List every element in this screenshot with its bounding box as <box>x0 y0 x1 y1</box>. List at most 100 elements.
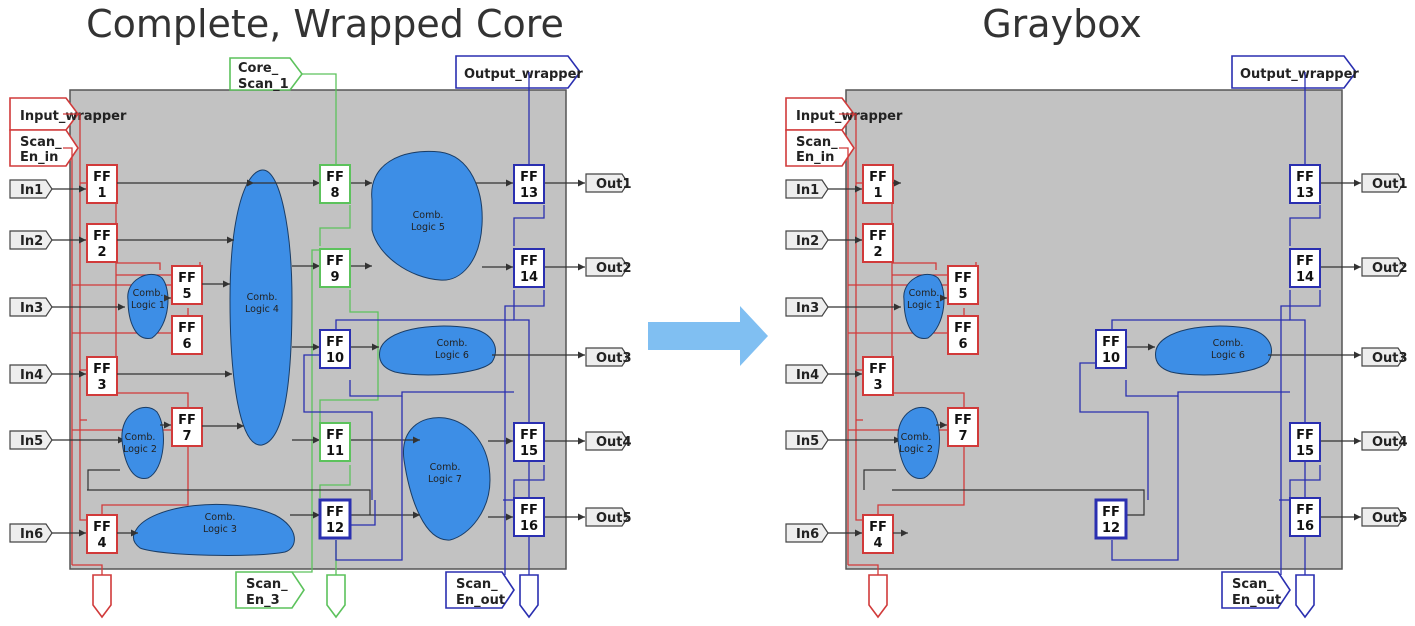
input-port-label: In3 <box>796 301 819 316</box>
flip-flop-3 <box>862 356 894 396</box>
right-diagram-title: Graybox <box>982 2 1142 46</box>
arrowhead-icon <box>578 513 585 521</box>
arrowhead-icon <box>1354 263 1361 271</box>
flip-flop-number: 3 <box>97 378 106 393</box>
input-port-label: In1 <box>20 183 43 198</box>
input-port-label: In4 <box>796 368 819 383</box>
arrowhead-icon <box>237 422 244 430</box>
flip-flop-10 <box>319 329 351 369</box>
flip-flop-2 <box>86 223 118 263</box>
flip-flop-number: 6 <box>182 337 191 352</box>
arrowhead-icon <box>79 185 86 193</box>
arrowhead-icon <box>901 529 908 537</box>
flip-flop-number: 12 <box>326 521 344 536</box>
output-wrapper-label: Output_wrapper <box>464 67 583 82</box>
arrowhead-icon <box>365 179 372 187</box>
wire <box>335 396 403 561</box>
arrowhead-icon <box>413 511 420 519</box>
arrowhead-icon <box>247 179 254 187</box>
logic-block-label: Comb. <box>437 338 468 349</box>
flip-flop-16 <box>513 497 545 537</box>
input-port-label: In6 <box>796 527 819 542</box>
arrowhead-icon <box>1148 343 1155 351</box>
flip-flop-label: FF <box>326 254 344 269</box>
wire <box>892 489 1145 516</box>
comb-logic-1 <box>903 273 945 339</box>
flip-flop-1 <box>86 164 118 204</box>
arrowhead-icon <box>1354 351 1361 359</box>
wire <box>877 447 965 518</box>
logic-block-label: Logic 4 <box>245 304 279 315</box>
comb-logic-4 <box>229 169 293 446</box>
scan-out-port <box>868 574 888 619</box>
flip-flop-label: FF <box>1102 505 1120 520</box>
input-port-label: In6 <box>20 527 43 542</box>
flip-flop-number: 15 <box>1296 444 1314 459</box>
arrowhead-icon <box>365 262 372 270</box>
flip-flop-label: FF <box>93 229 111 244</box>
arrowhead-icon <box>894 179 901 187</box>
wire <box>87 489 371 515</box>
flip-flop-label: FF <box>326 170 344 185</box>
flip-flop-label: FF <box>954 413 972 428</box>
output-port-5 <box>1361 507 1405 527</box>
input-port-4 <box>9 364 53 384</box>
flip-flop-number: 2 <box>97 245 106 260</box>
flip-flop-label: FF <box>178 321 196 336</box>
input-port-1 <box>9 179 53 199</box>
flip-flop-label: FF <box>520 428 538 443</box>
flip-flop-number: 3 <box>873 378 882 393</box>
comb-logic-1 <box>127 273 169 339</box>
arrowhead-icon <box>1354 513 1361 521</box>
wire <box>839 113 863 521</box>
arrowhead-icon <box>227 236 234 244</box>
wire <box>319 205 351 246</box>
scan-en-in-label: Scan_ <box>796 135 838 150</box>
flip-flop-number: 1 <box>873 186 882 201</box>
wire <box>892 262 937 270</box>
flip-flop-label: FF <box>326 335 344 350</box>
flip-flop-number: 11 <box>326 444 344 459</box>
scan-en-out-label: En_out <box>1232 593 1281 608</box>
output-scan-port <box>519 574 539 619</box>
arrowhead-icon <box>855 185 862 193</box>
flip-flop-label: FF <box>954 321 972 336</box>
flip-flop-label: FF <box>1296 170 1314 185</box>
output-scan-port <box>1295 574 1315 619</box>
output-port-label: Out4 <box>596 435 632 450</box>
scan-en-out-label: Scan_ <box>456 577 498 592</box>
flip-flop-label: FF <box>954 271 972 286</box>
output-wrapper-label: Output_wrapper <box>1240 67 1359 82</box>
wire <box>350 500 376 526</box>
logic-block-label: Logic 2 <box>899 444 933 455</box>
scan-en-out-label: En_out <box>456 593 505 608</box>
core-scan-1-port <box>229 57 303 91</box>
wire <box>319 465 351 498</box>
flip-flop-4 <box>862 514 894 554</box>
output-port-label: Out5 <box>596 511 632 526</box>
logic-block-label: Logic 5 <box>411 222 445 233</box>
flip-flop-number: 8 <box>330 186 339 201</box>
input-port-3 <box>785 297 829 317</box>
input-wrapper-label: Input_wrapper <box>796 109 903 124</box>
flip-flop-number: 14 <box>520 270 538 285</box>
flip-flop-label: FF <box>93 362 111 377</box>
flip-flop-7 <box>947 407 979 447</box>
scan-en-in-label: Scan_ <box>20 135 62 150</box>
output-port-1 <box>585 173 629 193</box>
flip-flop-label: FF <box>520 503 538 518</box>
wire <box>319 290 379 423</box>
arrowhead-icon <box>578 437 585 445</box>
flip-flop-number: 7 <box>958 429 967 444</box>
flip-flop-number: 13 <box>520 186 538 201</box>
scan-en-out-port <box>445 571 515 609</box>
wire <box>116 262 161 270</box>
arrowhead-icon <box>164 294 171 302</box>
flip-flop-label: FF <box>520 170 538 185</box>
flip-flop-12 <box>318 498 352 540</box>
left-diagram-title: Complete, Wrapped Core <box>86 2 564 46</box>
wire <box>1079 362 1149 500</box>
output-wrapper-port <box>1231 55 1357 89</box>
input-port-4 <box>785 364 829 384</box>
logic-block-label: Comb. <box>247 292 278 303</box>
